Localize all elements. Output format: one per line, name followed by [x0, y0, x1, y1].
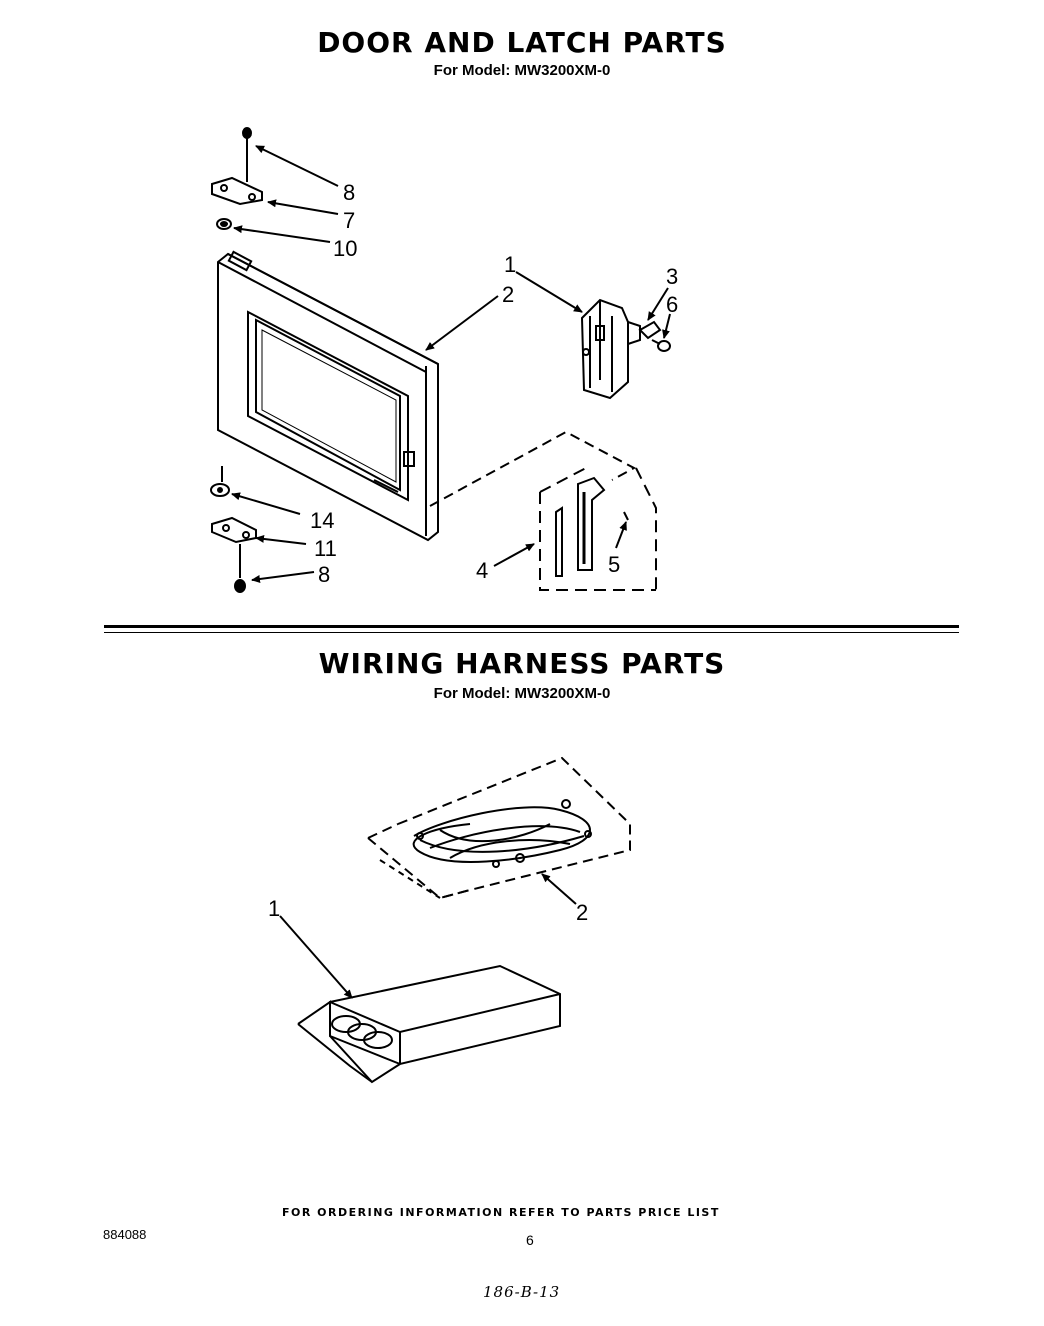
callout-1: 1: [504, 252, 516, 277]
document-code: 884088: [103, 1227, 147, 1242]
callout-8-bottom: 8: [318, 562, 330, 587]
leader-2-door: [425, 295, 499, 351]
washer-top: [216, 218, 232, 230]
leader-1-kit: [279, 915, 353, 999]
wiring-harness-title: WIRING HARNESS PARTS: [318, 647, 726, 680]
callout-5: 5: [608, 552, 620, 577]
door-latch-title: DOOR AND LATCH PARTS: [317, 26, 727, 59]
leader-5: [615, 521, 627, 549]
callout-2-harness: 2: [576, 900, 588, 925]
door-latch-dashed-guide: [429, 430, 637, 507]
callout-1-kit: 1: [268, 896, 280, 921]
leader-8-top: [255, 145, 339, 187]
callout-14: 14: [310, 508, 334, 533]
leader-4: [493, 543, 535, 567]
handwritten-mark: 186-B-13: [483, 1283, 561, 1301]
leader-7: [267, 199, 339, 215]
callout-6: 6: [666, 292, 678, 317]
wiring-harness: [367, 756, 631, 900]
leader-6: [662, 313, 671, 339]
leader-8-bottom: [251, 571, 315, 583]
leader-10: [233, 225, 331, 243]
door-latch-diagram: 8 7 10 1 2 3 6 14 11 8 4 5: [210, 127, 678, 593]
page-number: 6: [526, 1232, 534, 1248]
door-latch-model: For Model: MW3200XM-0: [433, 62, 611, 79]
section-divider-thin: [104, 632, 959, 633]
callout-7: 7: [343, 208, 355, 233]
callout-2: 2: [502, 282, 514, 307]
leader-3: [647, 287, 669, 321]
leader-11: [255, 534, 307, 545]
leader-1-latch: [515, 271, 583, 313]
hinge-bracket-top: [211, 176, 263, 206]
latch-nut: [651, 339, 671, 352]
hinge-bracket-bottom: [211, 516, 257, 544]
callout-3: 3: [666, 264, 678, 289]
washer-bottom: [210, 466, 230, 497]
latch-assembly: [580, 298, 641, 400]
callout-8-top: 8: [343, 180, 355, 205]
hinge-screw-top: [242, 127, 252, 182]
wiring-harness-model: For Model: MW3200XM-0: [433, 685, 611, 702]
hinge-screw-bottom: [234, 544, 246, 593]
callout-4: 4: [476, 558, 488, 583]
wiring-harness-diagram: 2 1: [268, 756, 631, 1084]
latch-kit-box: [539, 467, 657, 591]
harness-kit-box: [297, 964, 561, 1084]
callout-11: 11: [314, 536, 337, 561]
section-divider-thick: [104, 625, 959, 628]
ordering-note: FOR ORDERING INFORMATION REFER TO PARTS …: [282, 1206, 720, 1219]
callout-10: 10: [333, 236, 357, 261]
latch-screw: [638, 320, 662, 340]
leader-2-harness: [541, 873, 577, 905]
door-assembly: [217, 250, 439, 542]
leader-14: [231, 492, 301, 515]
